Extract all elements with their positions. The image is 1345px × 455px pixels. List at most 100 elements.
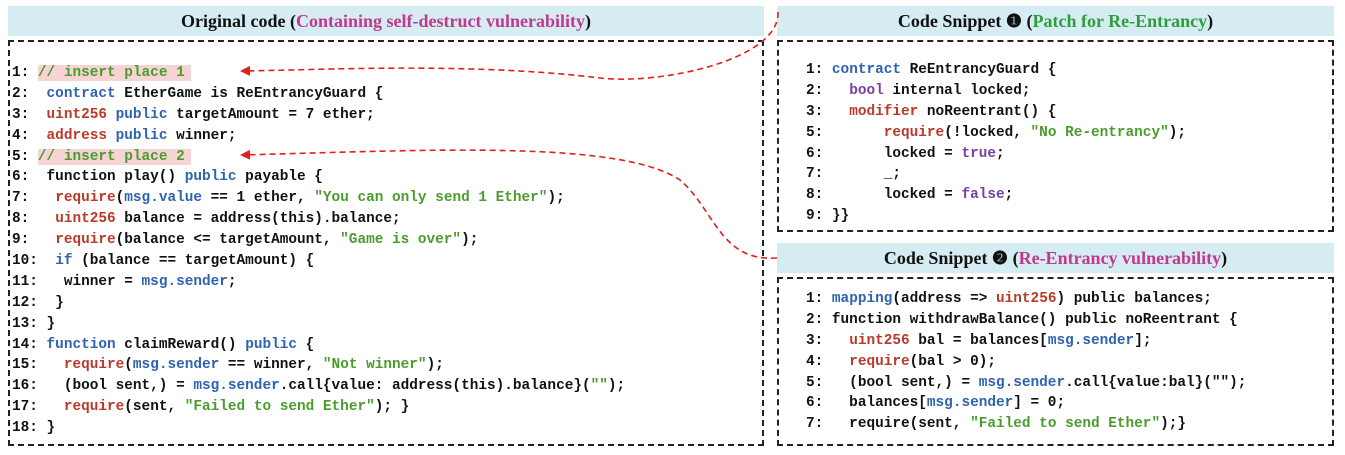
original-header-prefix: Original code ( [180, 10, 296, 31]
code-token: ); [547, 190, 565, 207]
code-token: 1: [806, 291, 832, 307]
code-token: ; [227, 273, 237, 290]
code-token: ); [461, 232, 479, 249]
code-token: public [184, 169, 237, 186]
original-header-accent: Containing self-destruct vulnerability [295, 10, 585, 31]
code-token: (bal > 0); [909, 353, 996, 370]
insert-place-marker: // insert place 2 [37, 148, 191, 165]
snippet1-box [777, 40, 1334, 232]
code-line: 2: function withdrawBalance() public noR… [806, 310, 1246, 331]
snippet1-header-accent: Patch for Re-Entrancy [1032, 10, 1208, 31]
code-token: ; [996, 145, 1005, 162]
code-token: 7: _; [806, 166, 901, 183]
code-token: require [63, 357, 125, 374]
code-token: msg.sender [978, 374, 1066, 391]
code-line: 7: _; [806, 164, 1186, 185]
code-line: 5: (bool sent,) = msg.sender.call{value:… [806, 373, 1246, 394]
code-token: require [849, 353, 910, 370]
code-token: require [55, 190, 116, 207]
code-line: 18: } [12, 418, 625, 439]
snippet2-box [777, 277, 1334, 446]
code-token: (balance == targetAmount) { [72, 253, 315, 270]
code-token: msg.sender [193, 378, 280, 395]
snippet1-header-prefix: Code Snippet ❶ ( [897, 10, 1033, 31]
code-token: 5: [12, 148, 38, 165]
insert-place-marker: // insert place 1 [37, 65, 191, 81]
code-line: 6: balances[msg.sender] = 0; [806, 393, 1246, 414]
code-line: 13: } [12, 314, 625, 335]
code-line: 5: require(!locked, "No Re-entrancy"); [806, 123, 1186, 144]
code-token: bool [849, 82, 884, 99]
original-header-suffix: ) [585, 10, 591, 31]
code-line: 6: function play() public payable { [12, 167, 625, 188]
code-token: 10: [12, 253, 56, 270]
code-line: 2: bool internal locked; [806, 81, 1186, 102]
code-token: 7: require(sent, [806, 416, 971, 433]
code-token: 8: locked = [806, 187, 962, 204]
code-token: ( [115, 190, 125, 207]
code-token: public [115, 127, 168, 144]
code-token: 8: [12, 211, 56, 228]
code-line: 15: require(msg.sender == winner, "Not w… [12, 355, 625, 376]
code-token: 6: balances[ [806, 395, 927, 412]
code-line: 4: require(bal > 0); [806, 352, 1246, 373]
code-line: 1: mapping(address => uint256) public ba… [806, 289, 1246, 310]
code-token: noReentrant() { [918, 103, 1057, 120]
code-token: uint256 [46, 106, 107, 123]
code-line: 2: contract EtherGame is ReEntrancyGuard… [12, 84, 625, 105]
snippet1-header-suffix: ) [1207, 10, 1214, 31]
code-token: winner; [167, 127, 237, 144]
code-token: "Game is over" [340, 232, 462, 249]
code-token: "No Re-entrancy" [1030, 124, 1169, 141]
code-token: public [245, 336, 298, 353]
code-token: contract [831, 62, 902, 78]
arrow-to-insert-place-1 [240, 11, 779, 80]
code-token: 4: [12, 127, 47, 144]
snippet1-code-listing: 1: contract ReEntrancyGuard {2: bool int… [806, 60, 1186, 227]
code-line: 9: require(balance <= targetAmount, "Gam… [12, 230, 625, 251]
code-token: "Failed to send Ether" [184, 399, 375, 416]
code-token: 2: function withdrawBalance() public noR… [806, 311, 1238, 328]
code-token: 2: [12, 85, 47, 102]
code-line: 3: uint256 bal = balances[msg.sender]; [806, 331, 1246, 352]
code-line: 14: function claimReward() public { [12, 335, 625, 356]
code-token: contract [46, 85, 116, 102]
code-token: claimReward() [115, 336, 246, 353]
code-token: 9: }} [806, 208, 850, 225]
code-token: ; [1004, 187, 1014, 204]
code-line: 5: // insert place 2 [12, 147, 625, 168]
code-token: 1: [806, 62, 832, 78]
code-token: mapping [831, 291, 893, 307]
code-token: ( [124, 357, 133, 374]
code-token: uint256 [849, 332, 910, 349]
code-token: ); [607, 378, 626, 395]
code-token: (sent, [124, 399, 185, 416]
snippet2-header-prefix: Code Snippet ❷ ( [883, 247, 1019, 268]
code-token: { [297, 336, 315, 353]
code-token: uint256 [55, 211, 116, 228]
code-token: bal = balances[ [909, 332, 1048, 349]
code-token: msg.sender [141, 273, 228, 290]
code-line: 4: address public winner; [12, 126, 625, 147]
code-token: public [115, 106, 168, 123]
code-token: "You can only send 1 Ether" [314, 190, 548, 207]
code-token: require [55, 232, 116, 249]
code-token: (!locked, [944, 124, 1031, 141]
code-token: 6: locked = [806, 145, 962, 162]
code-line: 1: // insert place 1 [12, 63, 625, 84]
code-token: msg.sender [1047, 332, 1135, 349]
code-token: 16: (bool sent,) = [12, 378, 194, 395]
code-token: 2: [806, 82, 850, 99]
code-token: "Not winner" [322, 357, 427, 374]
code-token: );} [1160, 416, 1187, 433]
code-token: 13: } [12, 315, 56, 332]
arrow-to-insert-place-2 [240, 149, 778, 259]
code-token: modifier [849, 103, 919, 120]
code-token: 5: [806, 124, 884, 141]
code-token: address [46, 127, 107, 144]
code-token: uint256 [996, 291, 1057, 307]
code-token: ]; [1134, 332, 1152, 349]
code-token: 9: [12, 232, 56, 249]
